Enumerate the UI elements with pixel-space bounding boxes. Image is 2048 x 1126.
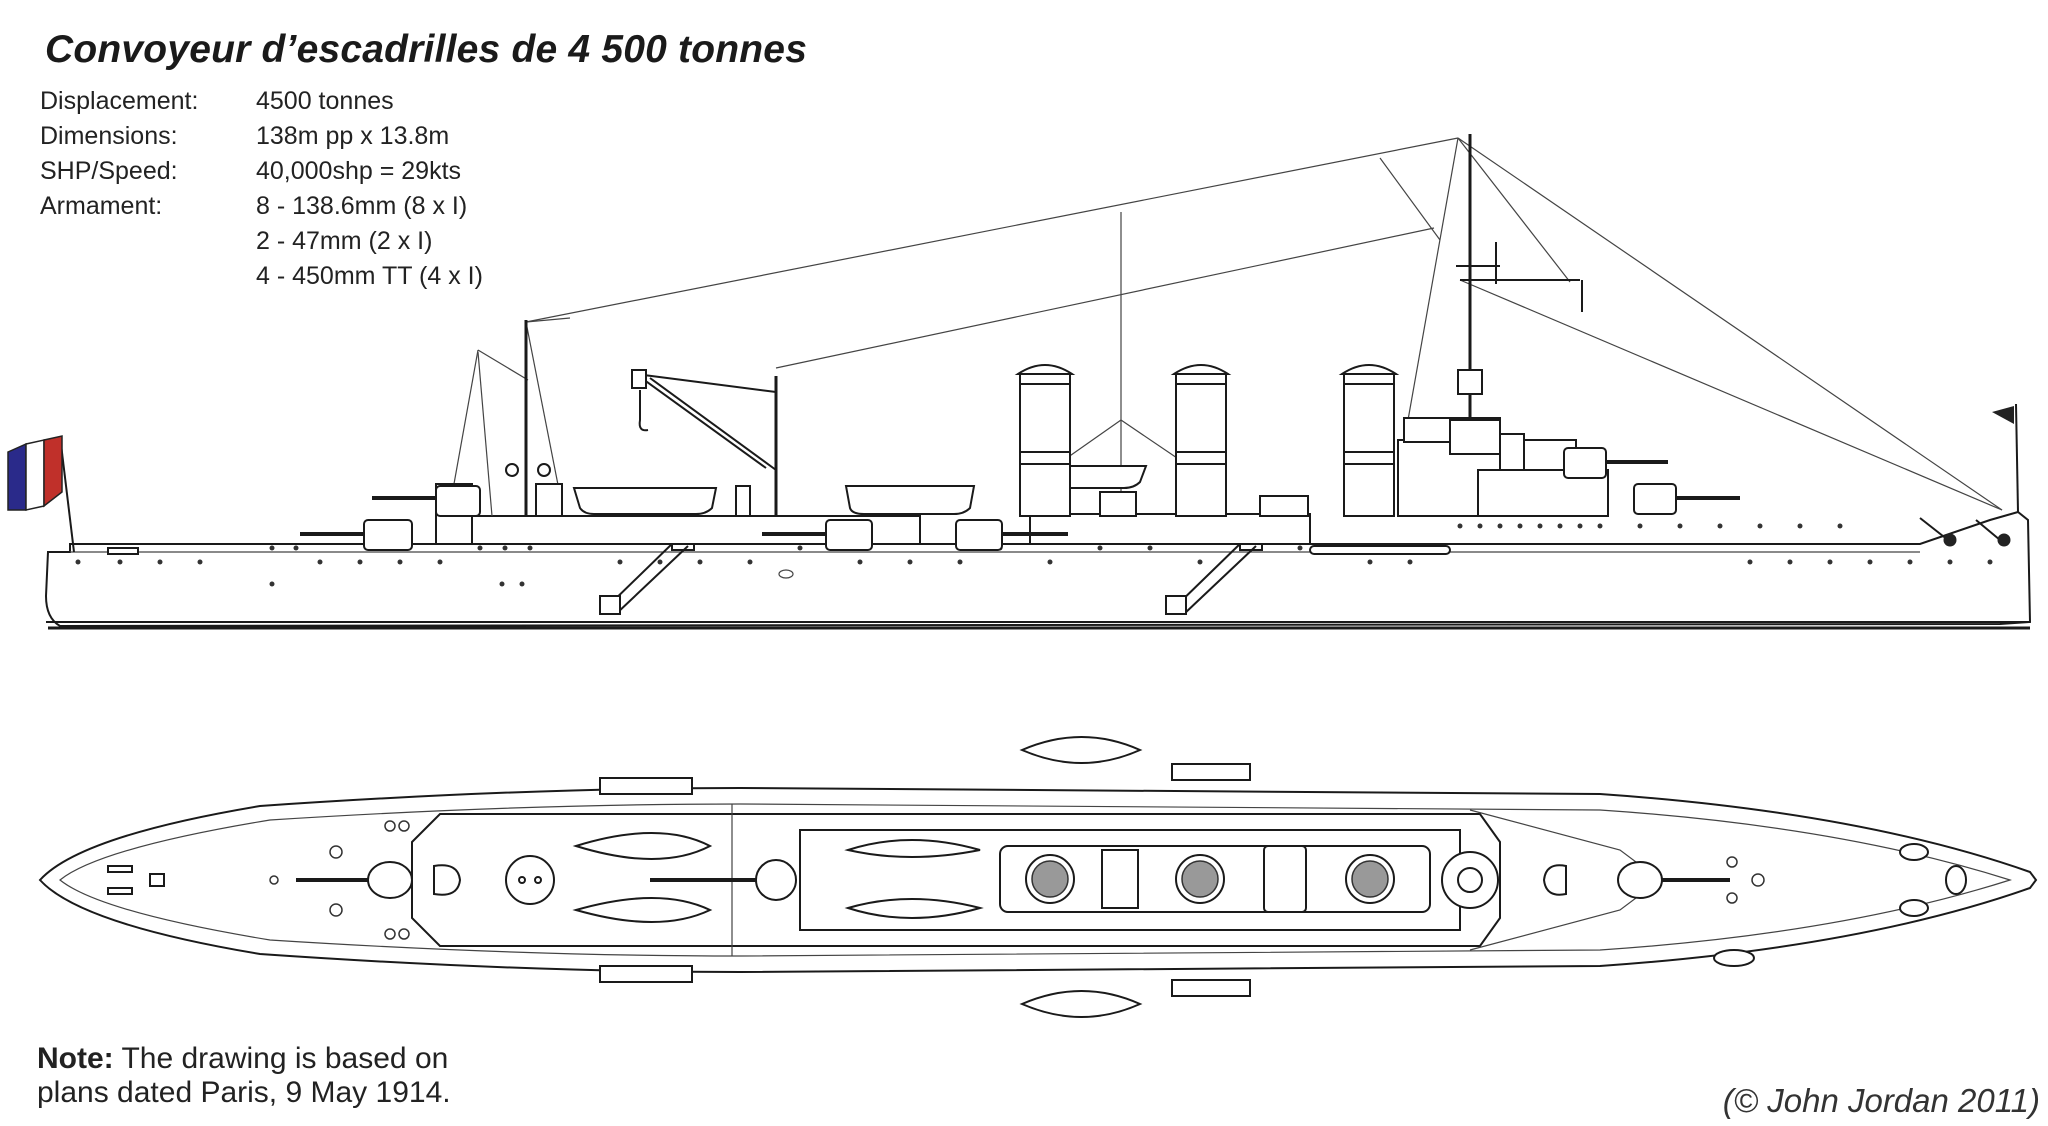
spec-value: 138m pp x 13.8m — [256, 122, 450, 150]
funnel — [1338, 364, 1400, 517]
spec-label: Dimensions: — [40, 122, 178, 150]
anchor — [1919, 517, 2011, 547]
spec-value: 4 - 450mm TT (4 x I) — [256, 262, 483, 290]
gun-138mm — [762, 519, 873, 551]
gun-138mm — [1563, 447, 1668, 479]
spec-value: 40,000shp = 29kts — [256, 157, 462, 185]
portholes — [75, 523, 1993, 587]
jack-flag — [1992, 403, 2019, 513]
spec-row: Displacement: 4500 tonnes — [40, 84, 483, 119]
profile-view — [7, 134, 2032, 630]
spec-row: 2 - 47mm (2 x I) — [40, 224, 483, 259]
spec-label: SHP/Speed: — [40, 157, 178, 185]
note-line1: The drawing is based on — [113, 1042, 449, 1075]
crane — [631, 369, 778, 516]
spec-value: 4500 tonnes — [256, 87, 394, 115]
boat — [844, 485, 976, 515]
boat — [572, 487, 718, 515]
deck-fittings — [269, 820, 1765, 940]
boat — [1019, 990, 1143, 1018]
porthole-large — [778, 569, 794, 579]
boat — [1019, 736, 1143, 764]
gun-138mm — [372, 485, 481, 517]
gun-138mm — [1542, 861, 1730, 899]
drawing-note: Note: The drawing is based on plans date… — [37, 1042, 451, 1110]
note-line2: plans dated Paris, 9 May 1914. — [37, 1076, 451, 1109]
boat — [572, 832, 713, 860]
specifications-table: Displacement: 4500 tonnes Dimensions: 138m… — [40, 84, 483, 294]
copyright: (© John Jordan 2011) — [1722, 1082, 2040, 1119]
bridge-superstructure — [1397, 417, 1609, 517]
french-ensign-flag — [7, 435, 75, 553]
spec-value: 8 - 138.6mm (8 x I) — [256, 192, 468, 220]
spec-label: Armament: — [40, 192, 163, 220]
funnel — [1170, 364, 1232, 517]
boat — [844, 898, 984, 919]
gun-138mm — [955, 519, 1068, 551]
boat — [572, 897, 713, 923]
plan-view — [38, 736, 2038, 1018]
spec-row: SHP/Speed: 40,000shp = 29kts — [40, 154, 483, 189]
gun-138mm — [1633, 483, 1740, 515]
spec-value: 2 - 47mm (2 x I) — [256, 227, 433, 255]
spec-row: Armament: 8 - 138.6mm (8 x I) — [40, 189, 483, 224]
drawing-title: Convoyeur d’escadrilles de 4 500 tonnes — [45, 28, 808, 71]
spec-label: Displacement: — [40, 87, 199, 115]
spec-row: 4 - 450mm TT (4 x I) — [40, 259, 483, 294]
foremast — [1456, 134, 1583, 418]
boat — [844, 839, 981, 858]
gun-138mm — [300, 519, 413, 551]
funnel — [1014, 364, 1076, 517]
spec-row: Dimensions: 138m pp x 13.8m — [40, 119, 483, 154]
gun-138mm — [296, 861, 462, 899]
note-lead: Note: — [37, 1042, 114, 1075]
